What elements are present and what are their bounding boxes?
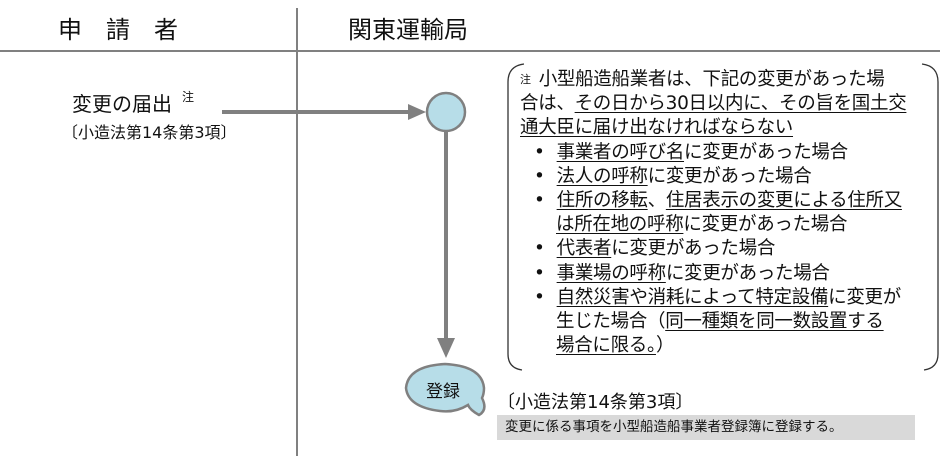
note-text: 事業者の呼び名 [556, 141, 685, 163]
arrow-down-head [437, 338, 455, 358]
note-line: は所在地の呼称に変更があった場合 [520, 213, 934, 237]
note-line: 通大臣に届け出なければならない [520, 116, 934, 140]
note-text: 生じた場合（ [556, 311, 666, 333]
note-text: 通大臣に届け出なければならない [520, 117, 794, 139]
note-box: 注小型船造船業者は、下記の変更があった場合は、その日から30日以内に、その旨を国… [520, 68, 934, 358]
result-law-ref: 〔小造法第14条第3項〕 [497, 392, 694, 413]
lane-bureau: 関東運輸局 [348, 16, 468, 44]
note-text: 法人の呼称 [556, 165, 648, 187]
note-line: • 事業場の呼称に変更があった場合 [520, 262, 934, 286]
left-law-ref: 〔小造法第14条第3項〕 [62, 123, 237, 142]
note-text: に変更があった場合 [665, 262, 830, 284]
note-line: • 自然災害や消耗によって特定設備に変更が [520, 286, 934, 310]
note-line: 合は、その日から30日以内に、その旨を国土交 [520, 92, 934, 116]
note-text: 小型船造船業者は、下記の変更があった場 [538, 69, 885, 90]
note-text: に変更があった場合 [647, 165, 812, 187]
note-mark: 注 [520, 73, 531, 86]
note-text: 自然災害や消耗によって特定設備 [556, 286, 829, 308]
note-text: 場合に限る。 [556, 335, 656, 357]
note-mark: 注 [182, 90, 195, 104]
note-line: • 事業者の呼び名に変更があった場合 [520, 141, 934, 165]
step-title: 変更の届出 [72, 92, 172, 116]
arrow-head [408, 104, 426, 120]
note-text: 代表者 [556, 238, 612, 260]
note-line: 注小型船造船業者は、下記の変更があった場 [520, 68, 934, 92]
bullet-icon: • [534, 141, 545, 163]
note-text: に変更があった場合 [684, 141, 848, 163]
note-line: • 法人の呼称に変更があった場合 [520, 165, 934, 189]
note-text: に変更があった場合 [611, 238, 776, 260]
registration-label: 登録 [426, 382, 460, 402]
bullet-icon: • [534, 165, 545, 187]
registration-callout [404, 362, 486, 417]
note-bracket-left [507, 63, 525, 371]
note-text: 住居表示の変更による住所又 [665, 190, 902, 212]
note-text: ） [655, 335, 675, 357]
note-text: 、 [647, 190, 667, 212]
note-text: は所在地の呼称 [556, 214, 684, 236]
note-line: 生じた場合（同一種類を同一数設置する [520, 310, 934, 334]
note-text: 事業場の呼称 [556, 262, 667, 284]
note-line: • 住所の移転、住居表示の変更による住所又 [520, 189, 934, 213]
note-text: 合は、 [520, 93, 575, 115]
note-text: 住所の移転 [556, 190, 648, 212]
note-line: • 代表者に変更があった場合 [520, 237, 934, 261]
note-text: その日から30日以内に、その旨を国土交 [574, 93, 907, 115]
note-text: に変更があった場合 [683, 214, 848, 236]
note-text: 同一種類を同一数設置する [665, 311, 884, 333]
result-description: 変更に係る事項を小型船造船事業者登録簿に登録する。 [497, 415, 915, 440]
note-text: に変更が [828, 286, 901, 308]
note-line: 場合に限る。） [520, 334, 934, 358]
bullet-icon: • [534, 190, 545, 212]
bullet-icon: • [534, 262, 545, 284]
change-notification: 変更の届出注 [72, 88, 194, 117]
bullet-icon: • [534, 286, 545, 308]
bullet-icon: • [534, 238, 545, 260]
note-bracket-right [921, 63, 939, 371]
lane-applicant: 申 請 者 [58, 16, 178, 44]
process-node [425, 91, 467, 133]
